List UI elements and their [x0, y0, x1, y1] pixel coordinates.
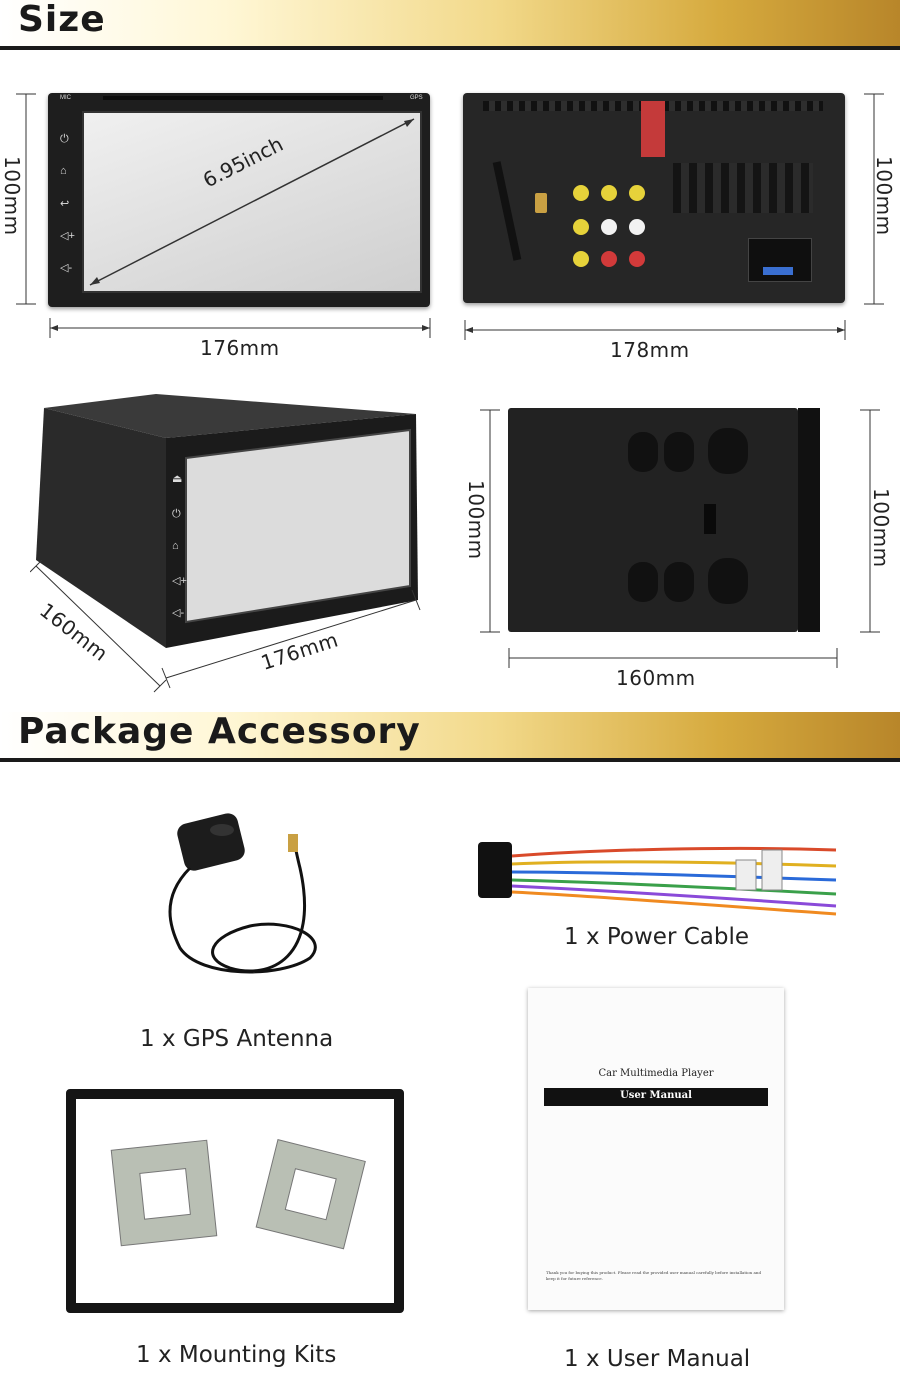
front-view-device: MIC GPS ⏻ ⌂ ↩ ◁+ ◁- 6.95inch: [48, 93, 430, 307]
accessory-banner: Package Accessory: [0, 711, 900, 762]
power-icon: ⏻: [60, 133, 69, 145]
iso-eject-icon: ⏏: [172, 473, 183, 485]
front-height-line: [16, 93, 36, 305]
iso-view-device: ⏏ ⏻ ⌂ ◁+ ◁-: [36, 390, 426, 654]
power-cable-image: [478, 842, 837, 916]
user-manual-caption: 1 x User Manual: [564, 1346, 751, 1372]
side-depth-line: [508, 648, 838, 668]
warning-sticker: [641, 101, 665, 157]
gps-antenna-image: [168, 813, 317, 974]
side-height-right-label: 100mm: [869, 488, 893, 568]
mounting-bracket-left: [110, 1139, 218, 1247]
iso-width-line: [161, 590, 421, 689]
front-width-line: [49, 318, 431, 338]
back-height-label: 100mm: [872, 156, 896, 236]
manual-title-bar: User Manual: [544, 1088, 768, 1106]
iso-home-icon: ⌂: [172, 540, 179, 552]
iso-volume-down-icon: ◁-: [172, 607, 185, 619]
power-cable-caption: 1 x Power Cable: [564, 924, 750, 950]
side-view-device: [508, 408, 820, 632]
home-icon: ⌂: [60, 165, 67, 177]
mounting-frame: [66, 1089, 404, 1313]
user-manual-booklet: Car Multimedia Player User Manual Thank …: [528, 988, 784, 1310]
iso-volume-up-icon: ◁+: [172, 575, 187, 587]
back-width-label: 178mm: [610, 338, 690, 362]
volume-down-icon: ◁-: [60, 262, 73, 274]
iso-power-icon: ⏻: [172, 508, 181, 520]
size-section-title: Size: [18, 0, 106, 40]
heat-sink: [673, 163, 813, 213]
disc-slot: [103, 96, 383, 100]
side-height-right-line: [860, 409, 880, 633]
side-height-left-line: [480, 409, 500, 633]
back-height-line: [864, 93, 884, 305]
volume-up-icon: ◁+: [60, 230, 75, 242]
back-icon: ↩: [60, 198, 70, 210]
mic-label: MIC: [60, 95, 71, 101]
mounting-bracket-right: [255, 1139, 366, 1250]
back-width-line: [464, 320, 846, 340]
side-height-left-label: 100mm: [464, 480, 488, 560]
front-screen: 6.95inch: [82, 111, 422, 293]
back-view-device: [463, 93, 845, 303]
gps-connector: [535, 193, 547, 213]
manual-subtitle: Car Multimedia Player: [598, 1068, 714, 1079]
gps-antenna-caption: 1 x GPS Antenna: [140, 1026, 334, 1052]
diagonal-arrow: [89, 118, 415, 286]
iso-connector: [748, 238, 812, 282]
manual-title: User Manual: [620, 1090, 692, 1101]
iso-box: [36, 394, 418, 648]
manual-footer-text: Thank you for buying this product. Pleas…: [546, 1270, 762, 1281]
wifi-antenna: [492, 161, 522, 261]
iso-depth-line: [30, 560, 167, 693]
front-height-label: 100mm: [0, 156, 24, 236]
front-width-label: 176mm: [200, 336, 280, 360]
size-banner: Size: [0, 0, 900, 50]
mounting-kits-caption: 1 x Mounting Kits: [136, 1342, 337, 1368]
gps-label: GPS: [410, 95, 423, 101]
rca-jacks: [573, 185, 653, 275]
side-depth-label: 160mm: [616, 666, 696, 690]
accessory-section-title: Package Accessory: [18, 711, 421, 752]
